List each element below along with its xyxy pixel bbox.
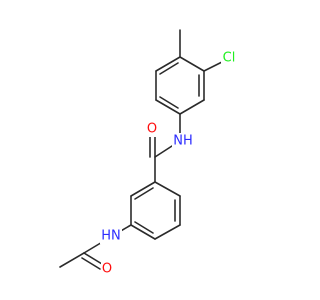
chlorine-label: Cl	[223, 51, 236, 66]
label-background	[100, 228, 122, 244]
bond	[154, 181, 181, 197]
bond	[155, 99, 181, 115]
bond	[130, 181, 156, 197]
molecule-diagram: NH O Cl HN O	[59, 29, 237, 277]
bond	[203, 61, 223, 72]
bond	[159, 62, 179, 75]
label-background	[221, 50, 237, 66]
bond	[159, 96, 179, 109]
bond	[134, 221, 154, 234]
bond-group	[59, 29, 223, 270]
nh-amide-label: NH	[173, 134, 193, 149]
label-background	[172, 133, 194, 149]
atom-label-group: NH O Cl HN O	[100, 50, 237, 277]
bond	[154, 224, 181, 240]
nh-acetamido-label: HN	[101, 229, 121, 244]
acetyl-oxygen-label: O	[102, 262, 112, 277]
bond	[154, 145, 173, 158]
structure-canvas: NH O Cl HN O	[59, 29, 237, 277]
label-background	[101, 261, 113, 277]
bond	[179, 99, 205, 115]
bond	[83, 252, 103, 265]
bond	[155, 56, 181, 72]
carbonyl-oxygen-label: O	[147, 122, 157, 137]
bond	[81, 257, 101, 270]
label-background	[146, 121, 158, 137]
bond	[59, 252, 85, 268]
bond	[179, 56, 205, 72]
bond	[134, 187, 154, 200]
bond	[130, 224, 156, 240]
